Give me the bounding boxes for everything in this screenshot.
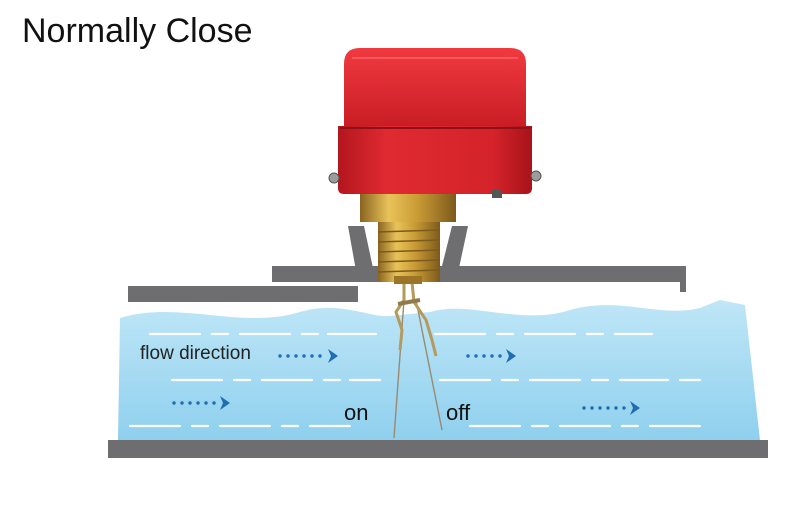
flow-arrow-icon xyxy=(582,401,640,415)
housing-vent xyxy=(492,190,502,198)
flow-arrows xyxy=(172,349,640,415)
paddle-off-line xyxy=(415,299,443,431)
flow-arrow-icon xyxy=(278,349,338,363)
paddle-on-line xyxy=(393,299,405,439)
housing-screw-right xyxy=(530,170,542,182)
diagram-title: Normally Close xyxy=(22,12,253,50)
on-label: on xyxy=(344,400,369,425)
flow-arrow-icon xyxy=(172,396,230,410)
housing-screw-left xyxy=(328,172,340,184)
flow-arrow-icon xyxy=(466,349,516,363)
pipe-top-wall xyxy=(128,226,686,302)
paddle-clip xyxy=(394,281,438,357)
flow-direction-label: flow direction xyxy=(140,343,251,364)
paddle-positions xyxy=(393,299,443,439)
water-flow-area xyxy=(118,300,760,440)
switch-housing xyxy=(328,48,542,198)
flow-streaks xyxy=(128,332,702,428)
off-label: off xyxy=(446,400,471,425)
pipe-bottom-wall xyxy=(108,440,768,458)
